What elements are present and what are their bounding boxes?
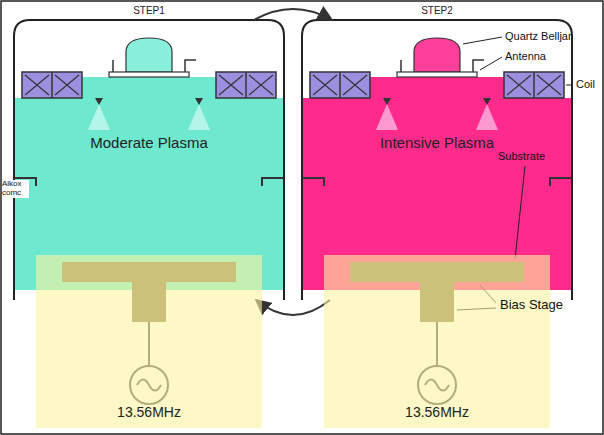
part-label: Bias Stage (500, 298, 563, 312)
part-label: Coil (576, 78, 595, 90)
part-label: Quartz Belljar (505, 30, 572, 42)
gas-inlet-label: Alkox comc (2, 180, 29, 198)
step-title: STEP2 (302, 5, 572, 16)
node-label: 13.56MHz (324, 405, 550, 420)
part-label: Antenna (505, 50, 546, 62)
rf-source-box: 13.56MHz (324, 255, 550, 428)
part-label: Substrate (498, 150, 545, 162)
node-label: Intensive Plasma (302, 135, 572, 152)
cycle-arrow (254, 9, 332, 20)
rf-source-box: 13.56MHz (36, 255, 262, 428)
step-title: STEP1 (14, 5, 284, 16)
cycle-arrow (256, 300, 330, 315)
node-label: 13.56MHz (36, 405, 262, 420)
node-label: Moderate Plasma (14, 135, 284, 152)
